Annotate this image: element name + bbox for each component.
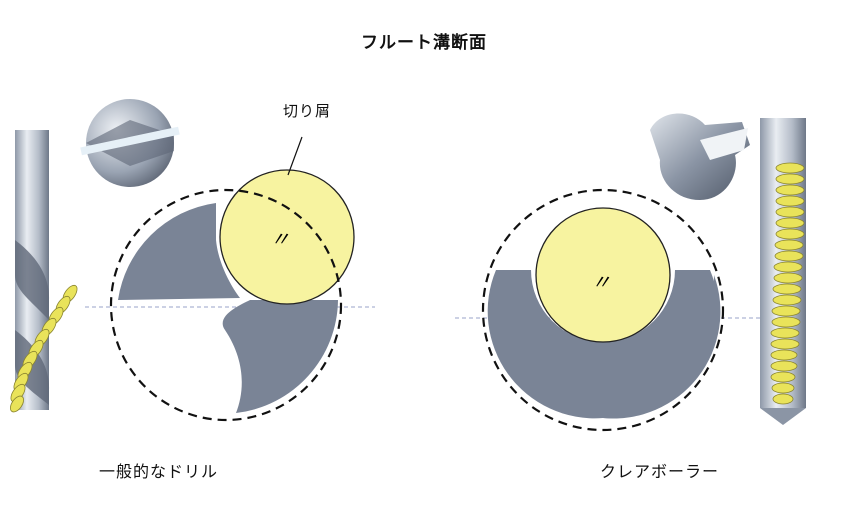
right-chip-mark: 〃 (591, 270, 611, 294)
drill-shank-right-icon (760, 118, 806, 425)
right-cross-section (481, 188, 725, 432)
right-dashed-bore (481, 188, 725, 432)
left-chip-circle (219, 169, 355, 305)
right-caption: クレアボーラー (600, 462, 720, 481)
right-body-fill (487, 270, 719, 419)
diagram-title: フルート溝断面 (361, 33, 487, 53)
left-body-right (222, 300, 338, 413)
left-cross-section (109, 169, 355, 422)
drill-shank-left-icon (10, 130, 78, 413)
drill-tip-right-icon (650, 113, 750, 200)
chip-callout-label: 切り屑 (283, 102, 332, 120)
callout-leader (287, 136, 303, 176)
drill-tip-left-icon (80, 99, 180, 187)
left-caption: 一般的なドリル (99, 462, 219, 481)
left-chip-mark: 〃 (270, 227, 290, 251)
right-chip-circle (535, 207, 671, 343)
left-dashed-bore (109, 188, 343, 422)
left-body-upper (118, 203, 240, 300)
